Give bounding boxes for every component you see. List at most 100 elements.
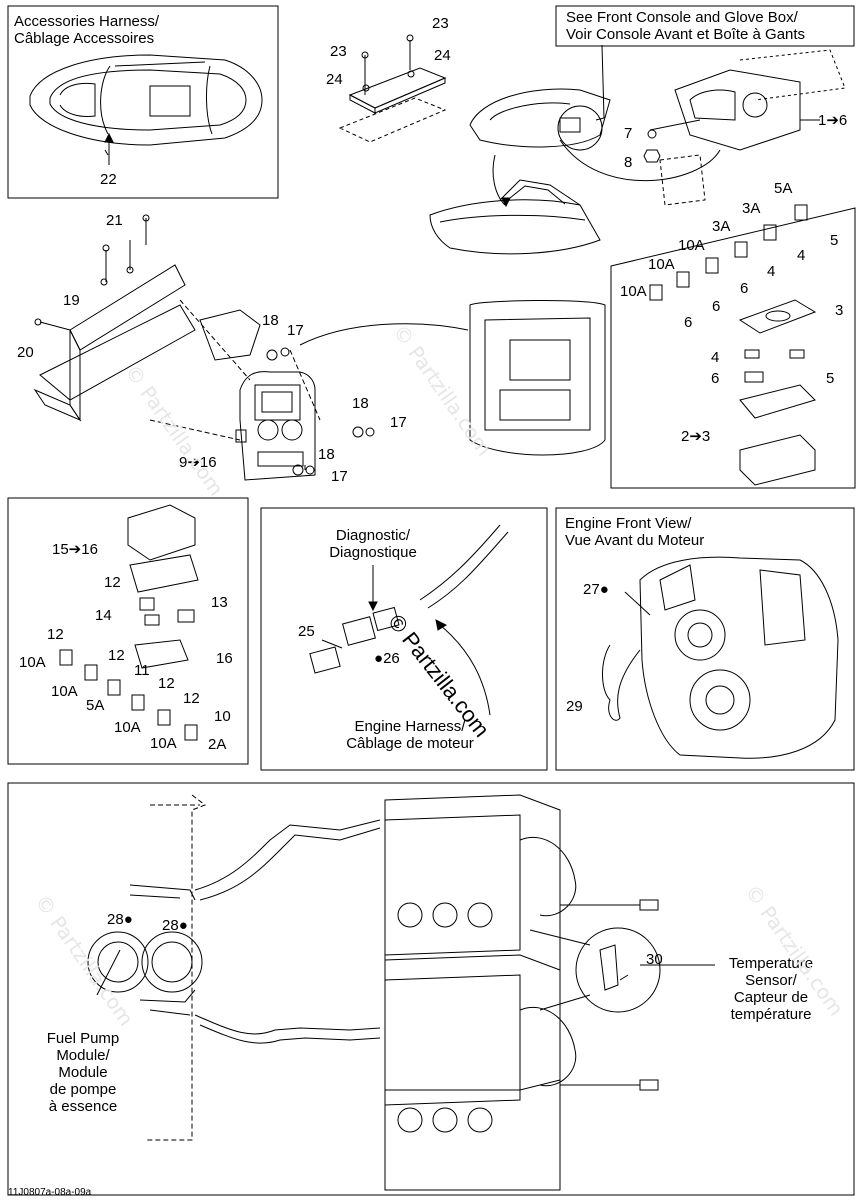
console-title-box	[555, 5, 855, 47]
callout-l16: 16	[216, 650, 233, 667]
callout-r10Ac: 10A	[620, 283, 647, 300]
callout-l12d: 12	[158, 675, 175, 692]
terminal-block-illustration	[338, 34, 447, 143]
diagnostic-panel	[260, 507, 548, 771]
callout-26: ●26	[374, 651, 400, 667]
console-title-line2: Voir Console Avant et Boîte à Gants	[566, 26, 806, 43]
callout-17c: 17	[331, 468, 348, 485]
diagram-code: 11J0807a-08a-09a	[8, 1187, 92, 1198]
fuel-pump-line5: à essence	[48, 1098, 118, 1115]
accessories-title-line1: Accessories Harness/	[14, 13, 160, 30]
callout-18b: 18	[352, 395, 369, 412]
fuel-pump-line3: Module	[58, 1064, 108, 1081]
callout-l10Ab: 10A	[51, 683, 78, 700]
callout-r6d: 6	[711, 370, 720, 387]
callout-r4b: 4	[767, 263, 776, 280]
diagnostic-title-line1: Diagnostic/	[335, 527, 411, 544]
front-console-illustration	[469, 44, 611, 151]
callout-l12e: 12	[183, 690, 200, 707]
callout-l14: 14	[95, 607, 112, 624]
callout-8: 8	[624, 154, 633, 171]
callout-l12b: 12	[47, 626, 64, 643]
diagnostic-title-line2: Diagnostique	[329, 544, 417, 561]
callout-20: 20	[17, 344, 34, 361]
callout-24b: 24	[434, 47, 451, 64]
engine-bottom-illustration	[384, 954, 659, 1191]
accessories-title: Accessories Harness/ Câblage Accessoires	[14, 13, 159, 47]
engine-front-illustration	[602, 556, 839, 759]
engine-top-illustration	[384, 794, 659, 1091]
callout-17a: 17	[287, 322, 304, 339]
temp-sensor-line1: Temperature	[728, 955, 814, 972]
fuse-set-right	[649, 204, 817, 486]
callout-r5: 5	[830, 232, 839, 249]
callout-r3Ab: 3A	[712, 218, 731, 235]
callout-22: 22	[100, 171, 117, 188]
fuel-pump-line1: Fuel Pump	[46, 1030, 120, 1047]
callout-23b: 23	[432, 15, 449, 32]
fuse-set-left	[59, 504, 199, 741]
callout-30: 30	[646, 951, 663, 968]
callout-1to6: 1➔6	[818, 112, 848, 129]
callout-l12a: 12	[104, 574, 121, 591]
callout-28a: 28●	[107, 912, 133, 928]
callout-r10Ab: 10A	[648, 256, 675, 273]
accessories-boat-illustration	[29, 54, 263, 165]
callout-l5A: 5A	[86, 697, 105, 714]
callout-19: 19	[63, 292, 80, 309]
boat-side-illustration	[429, 154, 601, 255]
callout-9to16: 9➔16	[179, 454, 217, 471]
callout-18a: 18	[262, 312, 279, 329]
callout-l2A: 2A	[208, 736, 227, 753]
callout-r2to3: 2➔3	[681, 428, 711, 445]
fuse-right-panel	[610, 207, 856, 489]
callout-18c: 18	[318, 446, 335, 463]
engine-front-title-line1: Engine Front View/	[565, 515, 692, 532]
callout-l10: 10	[214, 708, 231, 725]
callout-l15to16: 15➔16	[52, 541, 98, 558]
engine-harness-line2: Câblage de moteur	[346, 735, 474, 752]
callout-r4a: 4	[797, 247, 806, 264]
callout-26-text: 26	[383, 650, 400, 667]
callout-25: 25	[298, 623, 315, 640]
glove-box-illustration	[559, 49, 846, 206]
callout-17b: 17	[390, 414, 407, 431]
callout-24a: 24	[326, 71, 343, 88]
callout-7: 7	[624, 125, 633, 142]
diagnostic-title: Diagnostic/ Diagnostique	[318, 527, 428, 561]
temp-sensor-line2: Sensor/	[745, 972, 797, 989]
fuse-left-panel	[7, 497, 249, 765]
fuel-pump-line4: de pompe	[49, 1081, 117, 1098]
sealant-drop-icon: ●	[123, 911, 133, 928]
callout-r5A: 5A	[774, 180, 793, 197]
callout-r10Aa: 10A	[678, 237, 705, 254]
temp-sensor-detail-circle	[575, 927, 661, 1013]
callout-r5b: 5	[826, 370, 835, 387]
callout-l10Ad: 10A	[150, 735, 177, 752]
fuel-pump-harness-illustration	[87, 794, 381, 1141]
callout-27: 27●	[583, 582, 609, 598]
callout-29: 29	[566, 698, 583, 715]
console-title-line1: See Front Console and Glove Box/	[566, 9, 798, 26]
fuse-box-illustration	[235, 371, 316, 481]
temp-sensor-label: Temperature Sensor/ Capteur de températu…	[712, 955, 830, 1023]
callout-r6c: 6	[684, 314, 693, 331]
engine-harness-line1: Engine Harness/	[354, 718, 466, 735]
temp-sensor-line3: Capteur de	[733, 989, 809, 1006]
callout-l10Aa: 10A	[19, 654, 46, 671]
engine-harness-label: Engine Harness/ Câblage de moteur	[340, 718, 480, 752]
callout-23a: 23	[330, 43, 347, 60]
callout-r6b: 6	[712, 298, 721, 315]
diagnostic-connector-illustration	[309, 524, 509, 716]
callout-27-text: 27	[583, 581, 600, 598]
callout-l10Ac: 10A	[114, 719, 141, 736]
mounting-plate-illustration	[33, 214, 261, 422]
callout-21: 21	[106, 212, 123, 229]
boat-top-illustration	[299, 300, 606, 456]
engine-front-title-line2: Vue Avant du Moteur	[565, 532, 705, 549]
fuel-pump-line2: Module/	[56, 1047, 110, 1064]
temp-sensor-line4: température	[730, 1006, 812, 1023]
callout-l12c: 12	[108, 647, 125, 664]
engine-front-title: Engine Front View/ Vue Avant du Moteur	[565, 515, 704, 549]
